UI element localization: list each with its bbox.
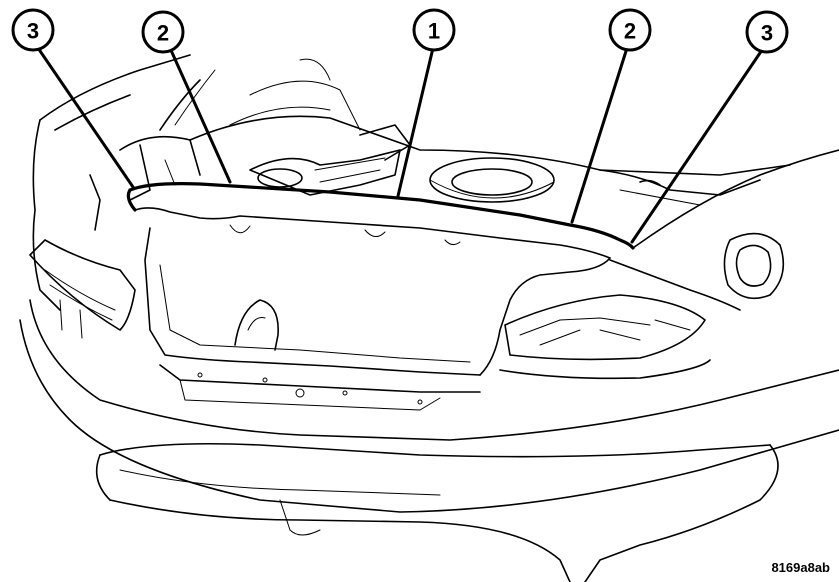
callout-number: 3 — [761, 21, 773, 46]
rear-body — [19, 54, 839, 582]
callout-number: 1 — [428, 19, 440, 44]
trunk-interior — [89, 58, 791, 231]
callout-number: 3 — [27, 19, 39, 44]
leader-line-3-right — [630, 48, 764, 244]
callout-3-left: 3 — [11, 8, 55, 52]
callout-number: 2 — [157, 21, 169, 46]
callout-2-left: 2 — [141, 10, 185, 54]
trunk-opening — [134, 207, 611, 376]
callout-3-right: 3 — [745, 10, 789, 54]
callout-1: 1 — [412, 8, 456, 52]
leader-line-2-left — [168, 46, 232, 184]
leader-line-3-left — [36, 46, 135, 189]
leader-line-2-right — [570, 46, 629, 224]
callout-number: 2 — [624, 19, 636, 44]
leader-line-1 — [396, 46, 435, 198]
figure-id: 8169a8ab — [771, 560, 830, 575]
trunk-weatherstrip-seal — [126, 182, 635, 250]
callout-2-right: 2 — [608, 8, 652, 52]
leader-lines — [36, 46, 764, 244]
